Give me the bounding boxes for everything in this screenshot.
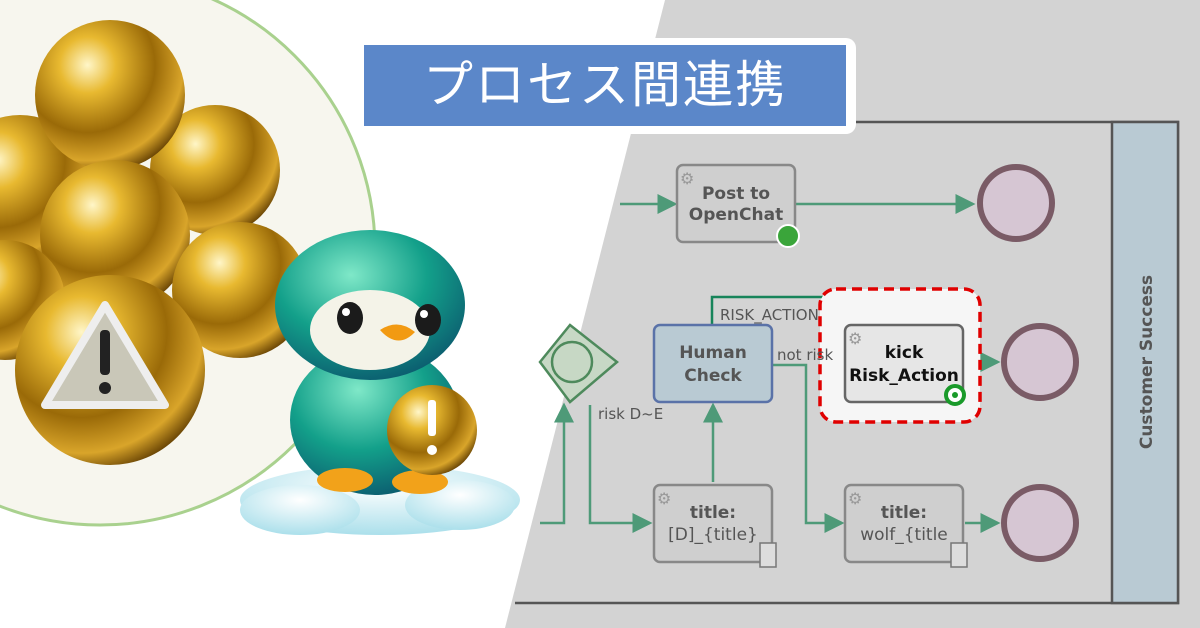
flow-label-risk-de: risk D~E (598, 405, 663, 423)
gear-icon: ⚙ (848, 329, 862, 348)
title-banner: プロセス間連携 (358, 38, 856, 134)
task-label: title: (881, 503, 927, 523)
gear-icon: ⚙ (680, 169, 694, 188)
lane-customer-success[interactable] (1110, 120, 1180, 605)
task-label: title: (690, 503, 736, 523)
task-post-to-openchat[interactable]: ⚙ Post to OpenChat (675, 163, 800, 248)
table-icon (950, 542, 968, 568)
end-events[interactable] (977, 164, 1079, 562)
table-icon (759, 542, 777, 568)
penguin-mascot (240, 230, 520, 535)
gear-icon: ⚙ (848, 489, 862, 508)
task-label: Post to (702, 184, 770, 204)
gold-spheres (0, 20, 308, 465)
flow-label-not-risk: not risk (777, 346, 833, 364)
lane-label: Customer Success (1137, 275, 1157, 449)
task-label: Check (684, 366, 742, 386)
task-label: kick (885, 343, 924, 363)
task-title-wolf[interactable]: ⚙ title: wolf_{title (843, 483, 968, 568)
task-title-d[interactable]: ⚙ title: [D]_{title} (652, 483, 777, 568)
chat-icon (776, 224, 800, 248)
page-title: プロセス間連携 (364, 45, 846, 126)
warning-icon (41, 301, 169, 409)
process-diagram: Customer Success risk D~E ⚙ Post to Open… (515, 120, 1180, 605)
flow-label-risk-action: RISK_ACTION (720, 306, 819, 325)
task-human-check[interactable]: Human Check (652, 323, 774, 404)
task-label: wolf_{title (860, 525, 948, 545)
gear-icon: ⚙ (657, 489, 671, 508)
task-label: [D]_{title} (668, 525, 758, 545)
task-label: Human (679, 343, 747, 363)
gateway[interactable] (538, 323, 619, 404)
task-label: OpenChat (689, 205, 783, 225)
task-label: Risk_Action (849, 366, 959, 386)
task-kick-risk-action[interactable]: ⚙ kick Risk_Action (843, 323, 966, 406)
